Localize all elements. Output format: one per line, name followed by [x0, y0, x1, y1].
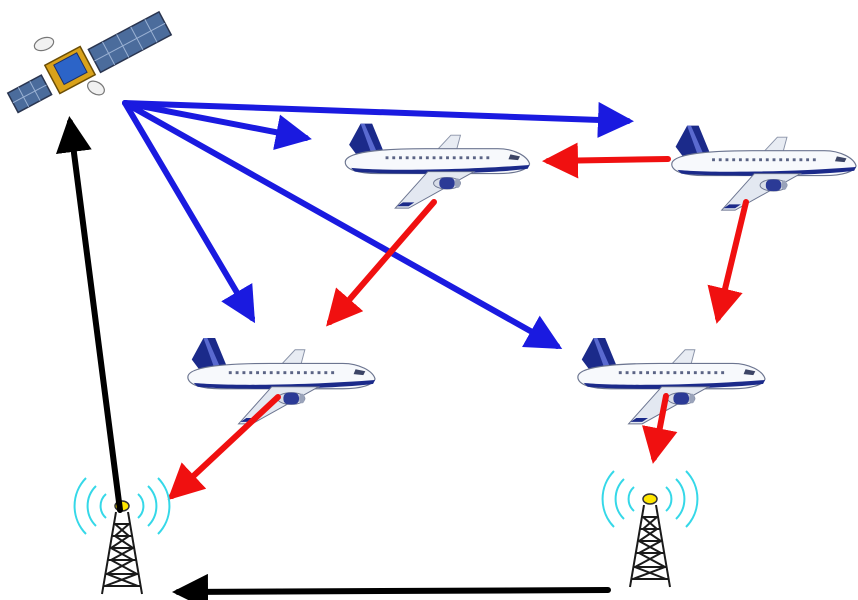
satellite-link-to-bottom-right [122, 100, 563, 349]
aircraft-bottom-left-icon [187, 337, 376, 425]
ground-link-left-station-to-satellite [55, 116, 123, 513]
air-link-bottom-left-to-ground-left [167, 394, 281, 501]
aircraft-bottom-right-icon [577, 337, 766, 425]
satellite-link-to-bottom-left [122, 100, 256, 324]
ground-station-right-icon [601, 469, 699, 589]
air-link-bottom-right-to-ground-right [642, 393, 678, 464]
satellite-links [122, 100, 634, 349]
air-link-top-right-to-bottom-right [707, 199, 749, 324]
ground-link-right-station-to-left-station [172, 573, 611, 600]
air-links [167, 142, 749, 501]
satellite-link-to-top-right [122, 100, 634, 138]
satellite-link-to-top-center [122, 100, 312, 150]
ground-links [55, 116, 611, 600]
aircraft-top-right-icon [671, 125, 857, 211]
air-link-top-center-to-bottom-left [326, 199, 437, 327]
aircraft-top-center-icon [344, 123, 531, 209]
satellite-icon [6, 10, 173, 114]
air-link-top-right-to-top-center [542, 142, 671, 179]
ground-station-left-icon [73, 476, 171, 596]
